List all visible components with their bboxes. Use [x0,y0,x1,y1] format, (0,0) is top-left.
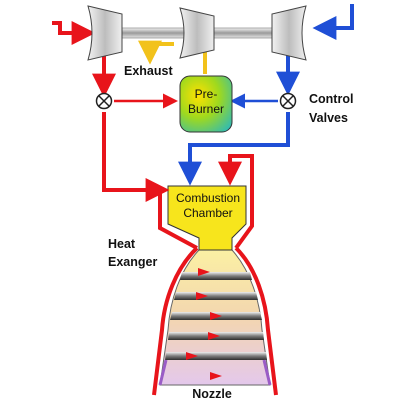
flow-arrow [186,352,198,360]
exhaust-label: Exhaust [124,64,173,78]
nozzle [152,246,278,396]
nozzle-flow-arrows [186,268,222,380]
fuel-pump-turbine [87,5,123,61]
center-turbine [179,7,215,59]
valve-cross-icon [282,95,294,107]
heat-exchanger-label-line1: Heat [108,237,136,251]
control-valves-label-line1: Control [309,92,353,106]
heat-exchanger-label-line2: Exanger [108,255,157,269]
chamber-jacket-line [158,190,198,250]
oxidizer-control-valve [279,92,297,110]
fuel-to-jacket-line [102,112,170,202]
exhaust-outlet-line [138,40,174,65]
preburner: Pre- Burner [179,75,233,133]
preburner-label-line1: Pre- [195,87,218,101]
flow-arrow [198,268,210,276]
combustion-chamber-body [167,185,247,251]
valve-cross-icon [98,95,110,107]
cooling-band [180,272,252,280]
combustion-chamber-label-line2: Chamber [183,206,232,220]
cooling-band [165,352,267,360]
combustion-chamber: Combustion Chamber [167,185,247,251]
flow-arrow [196,292,208,300]
nozzle-label: Nozzle [192,387,232,400]
cooling-band [174,292,258,300]
turbopump-assembly [87,5,307,61]
oxidizer-to-chamber-line [178,112,290,186]
control-valves-label-line2: Valves [309,111,348,125]
nozzle-coolant-jacket [152,246,278,396]
combustion-chamber-label-line1: Combustion [176,191,240,205]
flow-arrow [208,332,220,340]
fuel-lines [52,21,254,250]
fuel-control-valve [95,92,113,110]
preburner-body [179,75,233,133]
flow-arrow [210,312,222,320]
oxidizer-pump-turbine [271,5,307,61]
chamber-return-line [218,154,254,250]
nozzle-inner-edge [158,359,272,386]
oxidizer-inlet-line [312,4,354,40]
preburner-label-line2: Burner [188,102,224,116]
flow-arrow [210,372,222,380]
fuel-inlet-line [52,21,96,45]
